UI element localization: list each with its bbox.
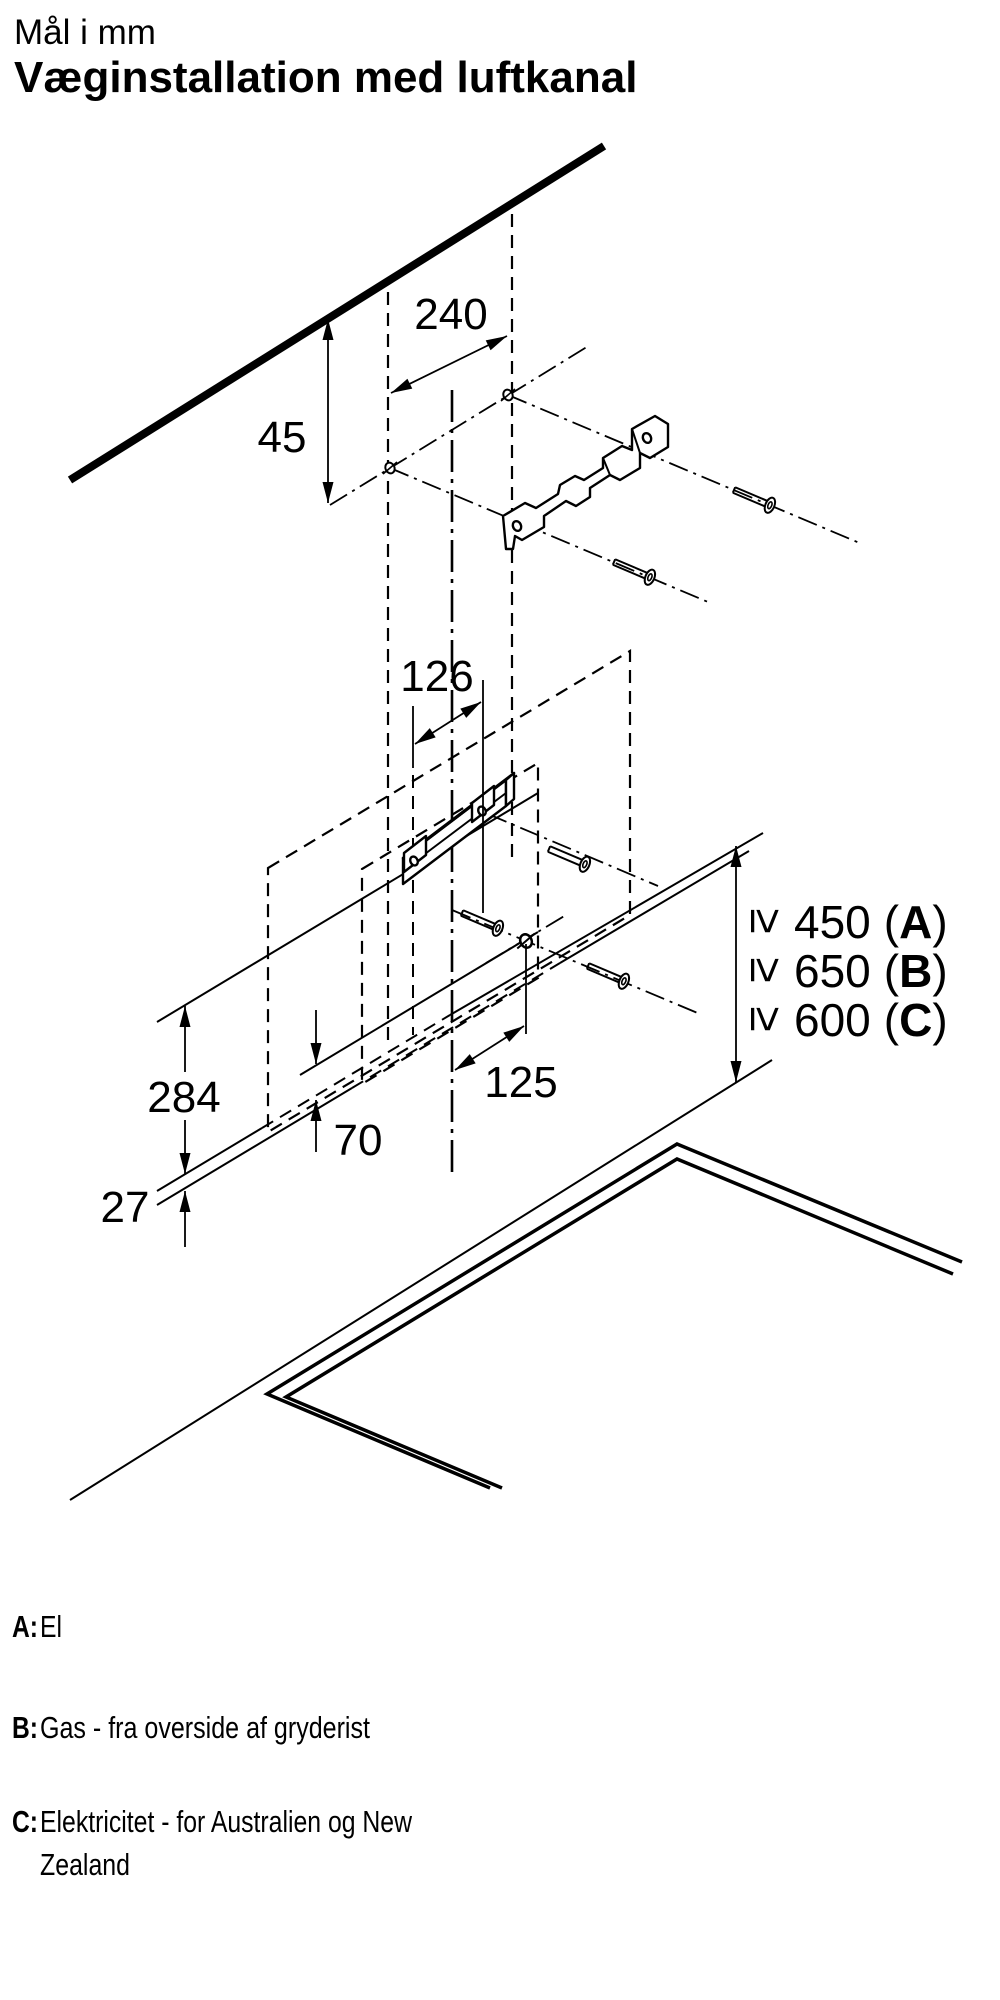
dim-line-125 [454,1025,525,1071]
legend-text-C-line1: Elektricitet - for Australien og New [40,1804,412,1839]
legend-key-C: C: [12,1804,38,1839]
mounting-rail-hole-left [409,855,419,867]
legend-text-B: Gas - fra overside af gryderist [40,1710,370,1745]
legend-key-B: B: [12,1710,38,1745]
legend-text-A: El [40,1609,62,1644]
screw-axis-top-right [507,394,863,545]
clearance-close-A: ) [932,896,947,948]
wall-hole-top-left [382,460,398,476]
clearance-open-A: ( [884,896,900,948]
dim-label-126: 126 [400,652,473,701]
top-bracket-hole-right [641,431,653,445]
top-bracket-hole-left [511,519,523,533]
dim-label-284: 284 [147,1073,220,1122]
hood-bottom-edge-mid [299,931,539,1076]
legend-key-A: A: [12,1609,38,1644]
dim-label-70: 70 [334,1116,383,1165]
glass-edge-top-hidden [261,1014,451,1129]
screw-top-right [729,481,779,516]
dim-label-125: 125 [484,1058,557,1107]
cooktop-outline-inner [282,1157,954,1490]
top-bracket-fold-line-right [631,428,641,454]
dim-label-240: 240 [414,290,487,339]
clearance-open-B: ( [884,945,900,997]
hood-outline-plane-outer [266,649,632,1134]
glass-edge-top-left [156,1127,263,1192]
clearance-row-A: 450(A) [794,896,948,948]
clearance-row-C: 600(C) [794,994,948,1046]
screw-axis-top-left [389,467,709,603]
glass-edge-bottom-right [559,850,750,964]
dim-label-45: 45 [258,413,307,462]
top-bracket-fold-line-mid [602,457,611,476]
clearance-value-A: 450 [794,896,871,948]
clearance-open-C: ( [884,994,900,1046]
clearance-value-B: 650 [794,945,871,997]
ceiling-line [67,142,607,484]
legend-text-C-line2: Zealand [40,1847,130,1882]
glass-edge-top-right [449,832,764,1016]
clearance-label-A: A [899,896,932,948]
page-title: Væginstallation med luftkanal [14,53,637,102]
clearance-label-B: B [899,945,932,997]
wall-hole-top-right [500,387,516,403]
clearance-label-C: C [899,994,932,1046]
ge-symbol-C: ≥ [741,1006,793,1031]
mounting-rail-end [504,771,516,808]
hood-bottom-edge-back [156,792,539,1023]
screw-lower-front [457,904,507,939]
ge-symbol-A: ≥ [741,908,793,933]
top-mounting-bracket [501,414,670,551]
dim-line-240 [390,335,508,394]
units-note: Mål i mm [14,13,156,52]
drill-axis-top [329,344,591,506]
screw-axis-rail [487,813,659,887]
ge-symbol-B: ≥ [741,957,793,982]
clearance-row-B: 650(B) [794,945,948,997]
cooktop-outline-outer [263,1142,963,1490]
clearance-close-B: ) [932,945,947,997]
screw-rail [544,840,594,875]
dim-label-27: 27 [101,1183,150,1232]
clearance-value-C: 600 [794,994,871,1046]
dim-line-126 [414,701,482,745]
wall-base-line [69,1059,773,1501]
clearance-close-C: ) [932,994,947,1046]
